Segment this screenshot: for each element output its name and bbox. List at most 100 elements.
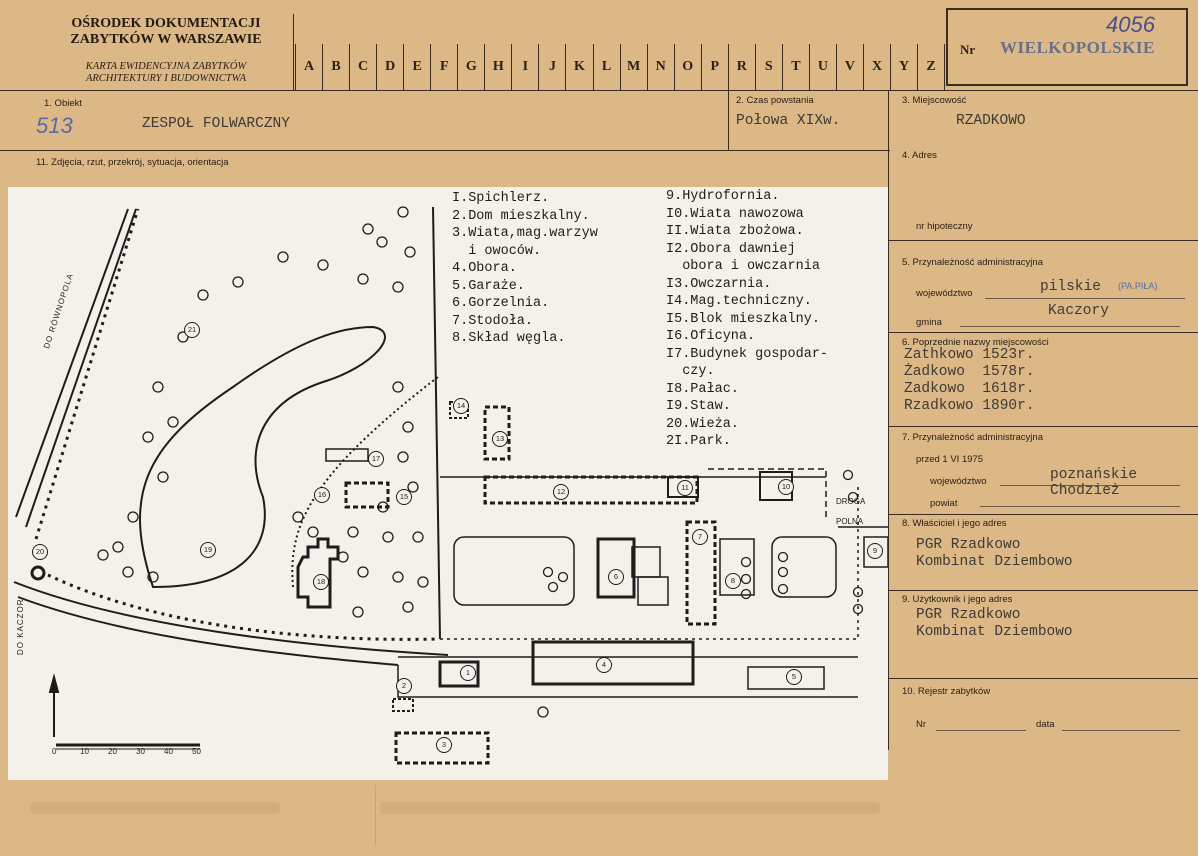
legend-item: I7.Budynek gospodar- bbox=[666, 346, 829, 362]
building-number-marker: 21 bbox=[184, 322, 200, 338]
czas-value: Połowa XIXw. bbox=[736, 113, 841, 129]
nr-label: Nr bbox=[960, 42, 976, 57]
building-number-marker: 20 bbox=[32, 544, 48, 560]
building-number-marker: 4 bbox=[596, 657, 612, 673]
legend-item: 8.Skład węgla. bbox=[452, 331, 566, 346]
index-letter: P bbox=[700, 44, 728, 90]
index-letter: I bbox=[511, 44, 538, 90]
index-letter: A bbox=[295, 44, 322, 90]
road-label-kaczor: DO KACZOR bbox=[16, 598, 25, 655]
legend-item: obora i owczarnia bbox=[666, 259, 820, 274]
poprzednie-names: Zathkowo 1523r.Żadkowo 1578r.Zadkowo 161… bbox=[904, 347, 1035, 415]
index-letter: J bbox=[538, 44, 565, 90]
card-type: KARTA EWIDENCYJNA ZABYTKÓW ARCHITEKTURY … bbox=[85, 61, 247, 84]
previous-name: Zadkowo 1618r. bbox=[904, 381, 1035, 397]
poprzednie-label: 6. Poprzednie nazwy miejscowości bbox=[902, 337, 1049, 348]
wojewodztwo-note: (PA.PIŁA) bbox=[1118, 281, 1158, 291]
previous-name: Zathkowo 1523r. bbox=[904, 347, 1035, 363]
legend-item: I4.Mag.techniczny. bbox=[666, 294, 812, 309]
legend-item: 4.Obora. bbox=[452, 261, 517, 276]
building-number-marker: 5 bbox=[786, 669, 802, 685]
index-letter: F bbox=[430, 44, 457, 90]
building-number-marker: 15 bbox=[396, 489, 412, 505]
legend-item: I9.Staw. bbox=[666, 399, 731, 414]
legend-item: 2I.Park. bbox=[666, 434, 731, 449]
legend-item: 7.Stodoła. bbox=[452, 313, 534, 329]
legend-item: 9.Hydrofornia. bbox=[666, 189, 780, 204]
legend-item: II.Wiata zbożowa. bbox=[666, 224, 804, 239]
legend-item: I6.Oficyna. bbox=[666, 329, 756, 344]
index-letter: H bbox=[484, 44, 511, 90]
index-letter: D bbox=[376, 44, 403, 90]
index-letter: T bbox=[781, 44, 809, 90]
index-letter: N bbox=[646, 44, 674, 90]
zdjecia-label: 11. Zdjęcia, rzut, przekrój, sytuacja, o… bbox=[36, 157, 229, 168]
building-number-marker: 16 bbox=[314, 487, 330, 503]
index-letter: B bbox=[322, 44, 349, 90]
obiekt-value: ZESPOŁ FOLWARCZNY bbox=[142, 116, 290, 132]
legend-item: I.Spichlerz. bbox=[452, 191, 550, 206]
miejscowosc-label: 3. Miejscowość bbox=[902, 95, 967, 106]
building-number-marker: 14 bbox=[453, 398, 469, 414]
legend-item: 20.Wieża. bbox=[666, 416, 739, 432]
woj75-value: poznańskie bbox=[1050, 467, 1138, 483]
building-number-marker: 12 bbox=[553, 484, 569, 500]
road-label-droga: DROGA bbox=[836, 497, 866, 506]
gmina-value: Kaczory bbox=[1048, 303, 1109, 319]
uzytkownik-value: PGR Rzadkowo Kombinat Dziembowo bbox=[916, 607, 1073, 640]
building-number-marker: 17 bbox=[368, 451, 384, 467]
building-number-marker: 13 bbox=[492, 431, 508, 447]
wojewodztwo-label: województwo bbox=[916, 288, 973, 299]
building-number-marker: 11 bbox=[677, 480, 693, 496]
powiat-label: powiat bbox=[930, 498, 958, 509]
index-letter: R bbox=[727, 44, 755, 90]
legend-item: czy. bbox=[666, 364, 715, 379]
scale-tick-label: 40 bbox=[164, 747, 173, 756]
przed-label: przed 1 VI 1975 bbox=[916, 454, 984, 465]
building-number-marker: 1 bbox=[460, 665, 476, 681]
uzytkownik-label: 9. Użytkownik i jego adres bbox=[902, 594, 1013, 605]
rejestr-label: 10. Rejestr zabytków bbox=[902, 686, 991, 697]
przynaleznosc75-label: 7. Przynależność administracyjna bbox=[902, 432, 1043, 443]
legend-item: i owoców. bbox=[452, 243, 542, 259]
site-plan-photo: I.Spichlerz. 2.Dom mieszkalny. 3.Wiata,mag… bbox=[8, 187, 888, 780]
handwritten-number: 4056 bbox=[1106, 12, 1155, 37]
building-number-marker: 6 bbox=[608, 569, 624, 585]
legend-item: I5.Blok mieszkalny. bbox=[666, 311, 820, 327]
building-number-marker: 19 bbox=[200, 542, 216, 558]
rejestr-nr-label: Nr bbox=[916, 719, 927, 730]
index-letter: L bbox=[592, 44, 620, 90]
legend-item: I8.Pałac. bbox=[666, 381, 739, 397]
legend-item: I0.Wiata nawozowa bbox=[666, 206, 804, 222]
map-legend-left: I.Spichlerz. 2.Dom mieszkalny. 3.Wiata,mag… bbox=[452, 190, 598, 348]
voivodeship-stamp: WIELKOPOLSKIE bbox=[1000, 38, 1155, 57]
scale-tick-label: 50 bbox=[192, 747, 201, 756]
legend-item: 3.Wiata,mag.warzyw bbox=[452, 226, 598, 241]
building-number-marker: 8 bbox=[725, 573, 741, 589]
gmina-label: gmina bbox=[916, 317, 942, 328]
scale-tick-label: 10 bbox=[80, 747, 89, 756]
road-label-polna: POLNA bbox=[836, 517, 864, 526]
scale-tick-label: 0 bbox=[52, 747, 57, 756]
legend-item: 6.Gorzelnia. bbox=[452, 296, 550, 311]
nr-box: Nr WIELKOPOLSKIE 4056 bbox=[946, 8, 1188, 86]
legend-item: 2.Dom mieszkalny. bbox=[452, 208, 590, 224]
institution-name: OŚRODEK DOKUMENTACJI ZABYTKÓW W WARSZAWI… bbox=[70, 16, 262, 47]
index-letter: G bbox=[457, 44, 484, 90]
index-letter: C bbox=[349, 44, 376, 90]
index-letter: S bbox=[754, 44, 782, 90]
building-number-marker: 10 bbox=[778, 479, 794, 495]
index-letter: E bbox=[403, 44, 430, 90]
index-letter: U bbox=[808, 44, 836, 90]
legend-item: I3.Owczarnia. bbox=[666, 276, 772, 292]
building-number-marker: 18 bbox=[313, 574, 329, 590]
adres-label: 4. Adres bbox=[902, 150, 937, 161]
scale-tick-label: 30 bbox=[136, 747, 145, 756]
obiekt-label: 1. Obiekt bbox=[44, 98, 83, 109]
index-letter: K bbox=[565, 44, 592, 90]
index-letter: O bbox=[673, 44, 701, 90]
woj75-label: województwo bbox=[930, 476, 987, 487]
